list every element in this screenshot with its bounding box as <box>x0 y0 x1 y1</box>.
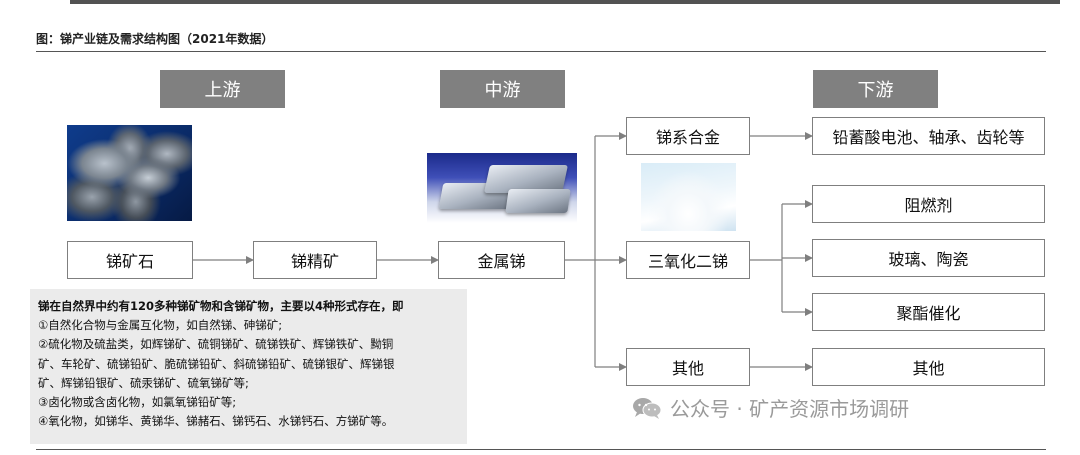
note-line: ④氧化物，如锑华、黄锑华、锑赭石、锑钙石、水锑钙石、方锑矿等。 <box>38 414 394 429</box>
stage-header-downstream: 下游 <box>813 70 938 108</box>
figure-title: 图：锑产业链及需求结构图（2021年数据） <box>36 32 274 46</box>
node-antimony-trioxide: 三氧化二锑 <box>626 241 750 279</box>
wechat-icon <box>633 397 662 419</box>
node-flame-retardant: 阻燃剂 <box>812 185 1045 223</box>
node-other-midstream: 其他 <box>626 348 750 386</box>
note-line: ③卤化物或含卤化物，如氯氧锑铅矿等; <box>38 395 237 410</box>
node-lead-battery-bearings-gears: 铅蓄酸电池、轴承、齿轮等 <box>812 117 1045 155</box>
node-polyester-catalyst: 聚酯催化 <box>812 293 1045 331</box>
watermark-text: 公众号 · 矿产资源市场调研 <box>670 397 910 421</box>
top-crop-strip <box>0 0 1080 8</box>
title-divider <box>36 51 1046 52</box>
note-lead: 锑在自然界中约有120多种锑矿物和含锑矿物，主要以4种形式存在，即 <box>38 299 404 313</box>
antimony-ingot-photo <box>427 153 577 223</box>
node-glass-ceramic: 玻璃、陶瓷 <box>812 239 1045 277</box>
note-line: 矿、车轮矿、硫锑铅矿、脆硫锑铅矿、斜硫锑铅矿、硫锑银矿、辉锑银 <box>38 356 395 371</box>
stage-header-upstream: 上游 <box>160 70 285 108</box>
antimony-trioxide-powder-photo <box>641 163 736 231</box>
antimony-ore-photo <box>67 125 192 221</box>
wechat-watermark: 公众号 · 矿产资源市场调研 <box>632 393 909 422</box>
node-antimony-ore: 锑矿石 <box>67 241 193 279</box>
note-line: ①自然化合物与金属互化物，如自然锑、砷锑矿; <box>38 318 283 333</box>
stage-header-midstream: 中游 <box>440 70 565 108</box>
node-antimony-concentrate: 锑精矿 <box>253 241 377 279</box>
node-other-downstream: 其他 <box>812 348 1045 386</box>
node-antimony-metal: 金属锑 <box>438 241 565 279</box>
note-line: 矿、辉锑铅银矿、硫汞锑矿、硫氧锑矿等; <box>38 375 249 390</box>
bottom-divider <box>36 449 1046 450</box>
note-line: ②硫化物及硫盐类，如辉锑矿、硫铜锑矿、硫锑铁矿、辉锑铁矿、黝铜 <box>38 337 394 352</box>
mineral-forms-note: 锑在自然界中约有120多种锑矿物和含锑矿物，主要以4种形式存在，即 ①自然化合物… <box>30 289 467 444</box>
node-antimony-alloy: 锑系合金 <box>626 117 750 155</box>
